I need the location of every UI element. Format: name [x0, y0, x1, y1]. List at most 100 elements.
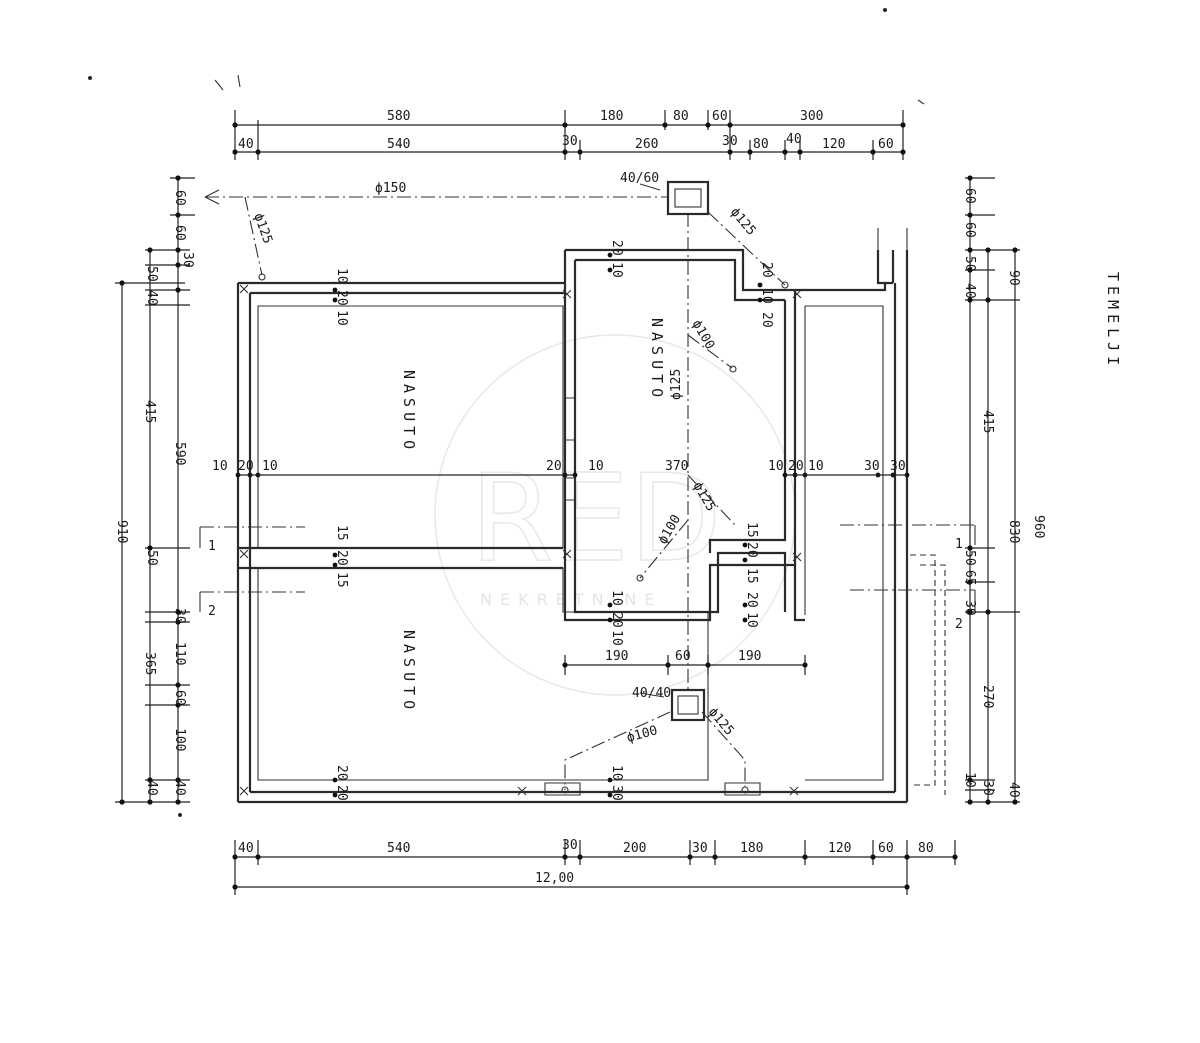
dim-label: 50	[962, 550, 977, 566]
dim-label: 20	[334, 290, 349, 306]
dim-label: 30	[962, 600, 977, 616]
pipe-label: ϕ125	[250, 211, 275, 246]
dim-label: 20	[744, 542, 759, 558]
dim-label: 40	[238, 841, 254, 856]
dim-label: 260	[635, 137, 658, 152]
dim-label: 65	[962, 570, 977, 586]
dim-label: 30	[864, 459, 880, 474]
dim-label: 40	[1006, 782, 1021, 798]
section-markers	[199, 524, 976, 795]
dim-total: 12,00	[535, 871, 574, 886]
dim-label: 200	[623, 841, 646, 856]
dim-label: 60	[172, 225, 187, 241]
dim-label: 90	[1006, 270, 1021, 286]
dimension-lines	[115, 110, 1020, 895]
room-label: NASUTO	[400, 630, 418, 714]
dim-label: 10	[759, 288, 774, 304]
dimension-dots	[119, 122, 1018, 890]
dim-label: 415	[142, 400, 157, 423]
dim-label: 20	[546, 459, 562, 474]
dim-label: 40	[172, 780, 187, 796]
dim-label: 40	[144, 290, 159, 306]
dim-label: 40	[786, 132, 802, 147]
dim-label: 50	[144, 266, 159, 282]
dim-label: 20	[609, 240, 624, 256]
section-mark-left-1: 1	[208, 539, 216, 554]
dim-label: 20	[759, 312, 774, 328]
dim-label: 10	[212, 459, 228, 474]
manhole-label-bottom: 40/40	[632, 686, 671, 701]
foundation-walls	[236, 228, 909, 804]
dim-label: 80	[673, 109, 689, 124]
dim-label: 50	[962, 256, 977, 272]
top-dimensions: 580 180 80 60 300 40 540 30 260 30 80 40…	[238, 109, 894, 152]
dim-label: 60	[962, 222, 977, 238]
dim-label: 180	[740, 841, 763, 856]
dim-label: 10	[609, 630, 624, 646]
watermark-text: NEKRETNINE	[480, 590, 662, 609]
bottom-dimensions: 40 540 30 200 30 180 120 60 80 12,00	[238, 838, 934, 886]
dim-label: 120	[828, 841, 851, 856]
dim-label: 30	[609, 785, 624, 801]
section-mark-right-2: 2	[955, 617, 963, 632]
dim-label: 10	[962, 772, 977, 788]
dim-label: 590	[172, 442, 187, 465]
dim-label: 370	[665, 459, 688, 474]
dim-label: 30	[562, 134, 578, 149]
dim-label: 10	[768, 459, 784, 474]
dim-label: 10	[609, 765, 624, 781]
dim-label: 580	[387, 109, 410, 124]
dim-label: 10	[744, 612, 759, 628]
dim-label: 110	[172, 642, 187, 665]
dim-label: 20	[238, 459, 254, 474]
dim-label: 20	[744, 592, 759, 608]
dim-label: 540	[387, 841, 410, 856]
dim-label: 10	[334, 310, 349, 326]
watermark-logo: RED	[470, 450, 722, 589]
dim-label: 830	[1006, 520, 1021, 543]
dim-label: 60	[962, 188, 977, 204]
dim-label: 50	[144, 550, 159, 566]
dim-label: 10	[262, 459, 278, 474]
dim-label: 60	[675, 649, 691, 664]
dim-label: 20	[334, 785, 349, 801]
dim-label: 190	[738, 649, 761, 664]
dim-label: 10	[334, 268, 349, 284]
dim-label: 365	[142, 652, 157, 675]
dim-label: 120	[822, 137, 845, 152]
dim-label: 30	[562, 838, 578, 853]
dim-label: 190	[605, 649, 628, 664]
dim-label: 20	[788, 459, 804, 474]
dim-label: 20	[334, 550, 349, 566]
wall-marks: 10 20 10 10 20 10 20 10 370 10 20 10 30 …	[212, 240, 906, 801]
dim-label: 60	[172, 190, 187, 206]
scan-marks	[87, 7, 925, 818]
dim-label: 20	[334, 765, 349, 781]
dim-label: 60	[878, 841, 894, 856]
dim-label: 180	[600, 109, 623, 124]
section-mark-left-2: 2	[208, 604, 216, 619]
dim-label: 30	[172, 608, 187, 624]
pipe-label: ϕ125	[669, 369, 684, 400]
room-label: NASUTO	[648, 318, 666, 402]
dim-label: 30	[722, 134, 738, 149]
sewer-pipes	[204, 180, 789, 794]
dim-label: 20	[759, 262, 774, 278]
dim-label: 40	[144, 780, 159, 796]
dim-label: 10	[588, 459, 604, 474]
dim-label: 960	[1031, 515, 1046, 538]
pipe-label: ϕ125	[727, 205, 759, 239]
dim-label: 30	[692, 841, 708, 856]
dim-label: 30	[180, 252, 195, 268]
pipe-label-main: ϕ150	[375, 181, 406, 196]
dim-label: 540	[387, 137, 410, 152]
dim-label: 415	[980, 410, 995, 433]
dim-label: 60	[712, 109, 728, 124]
dim-label: 80	[918, 841, 934, 856]
manhole-label-top: 40/60	[620, 171, 659, 186]
dim-label: 60	[172, 690, 187, 706]
dim-label: 40	[238, 137, 254, 152]
section-mark-right-1: 1	[955, 537, 963, 552]
dim-label: 15	[744, 568, 759, 584]
